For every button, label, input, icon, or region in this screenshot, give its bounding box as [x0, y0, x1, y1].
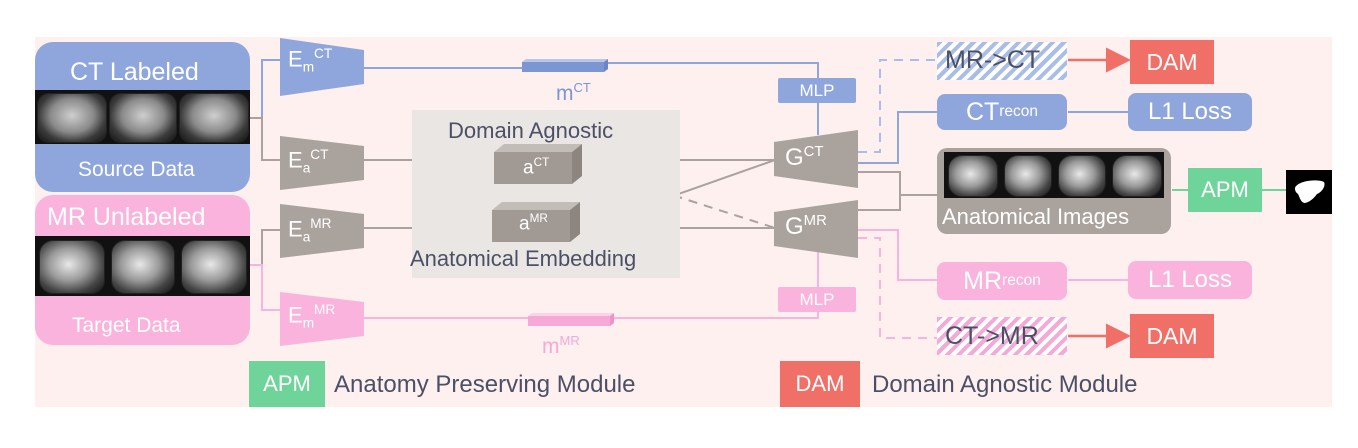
encoder-ea-mr-shape — [280, 204, 364, 258]
encoder-ea-ct-label: EaCT — [288, 147, 329, 176]
embedding-a-ct-cube — [494, 144, 582, 184]
embedding-m-mr-label: mMR — [542, 333, 580, 358]
generator-g-ct-label: GCT — [785, 144, 824, 171]
mlp-bottom-box: MLP — [778, 287, 856, 312]
embedding-a-mr-label: aMR — [519, 212, 548, 235]
dam-top-box: DAM — [1130, 40, 1214, 84]
mr-title: MR Unlabeled — [47, 203, 206, 231]
encoder-ea-mr-label: EaMR — [288, 216, 332, 245]
embedding-m-mr-bar — [528, 313, 614, 326]
ct-image-strip — [35, 90, 250, 144]
embedding-m-ct-label: mCT — [556, 80, 591, 105]
ct-to-mr-box — [937, 317, 1067, 355]
anatomical-images-label: Anatomical Images — [942, 204, 1130, 229]
mr-to-ct-box — [937, 42, 1067, 80]
ct-title: CT Labeled — [70, 58, 199, 86]
dam-bottom-box: DAM — [1130, 314, 1214, 358]
liver-icon — [1294, 180, 1325, 203]
anatomical-image — [1112, 155, 1162, 197]
encoder-em-ct-shape — [280, 38, 364, 96]
anatomical-image-strip — [944, 152, 1164, 198]
mr-scan-image — [39, 240, 105, 294]
legend-dam-label: Domain Agnostic Module — [872, 371, 1138, 398]
ct-scan-image — [37, 93, 107, 143]
domain-agnostic-label: Domain Agnostic — [448, 118, 614, 143]
apm-box: APM — [1188, 168, 1262, 212]
embedding-a-mr-cube — [492, 202, 580, 242]
embedding-m-ct-bar — [522, 59, 608, 72]
mlp-top-box: MLP — [778, 78, 856, 103]
liver-mask-image — [1286, 170, 1332, 214]
generator-g-ct-shape — [774, 130, 858, 188]
mr-image-strip — [35, 236, 250, 296]
embedding-a-ct-label: aCT — [523, 156, 550, 179]
legend-dam-tag: DAM — [780, 361, 860, 407]
legend-apm-label: Anatomy Preserving Module — [334, 371, 636, 398]
anatomical-embedding-region — [412, 110, 680, 278]
encoder-ea-ct-shape — [280, 136, 364, 190]
encoder-em-mr-label: EmMR — [288, 302, 336, 331]
encoder-em-mr-shape — [280, 292, 364, 346]
legend-apm-tag: APM — [249, 361, 325, 407]
ct-scan-image — [179, 93, 249, 143]
mr-caption: Target Data — [72, 314, 181, 337]
mr-scan-image — [181, 240, 247, 294]
generator-g-mr-label: GMR — [785, 213, 827, 240]
anatomical-embedding-label: Anatomical Embedding — [410, 246, 637, 271]
anatomical-image — [1004, 155, 1052, 197]
ct-scan-image — [109, 93, 177, 143]
ct-caption: Source Data — [78, 158, 195, 181]
l1-loss-bottom-box: L1 Loss — [1128, 261, 1252, 299]
ct-to-mr-label: CT->MR — [945, 322, 1039, 350]
mr-scan-image — [111, 240, 175, 294]
generator-g-mr-shape — [774, 200, 858, 258]
anatomical-image — [948, 155, 998, 197]
anatomical-image — [1058, 155, 1106, 197]
l1-loss-top-box: L1 Loss — [1128, 93, 1252, 131]
encoder-em-ct-label: EmCT — [288, 46, 333, 75]
mr-to-ct-label: MR->CT — [945, 46, 1041, 74]
